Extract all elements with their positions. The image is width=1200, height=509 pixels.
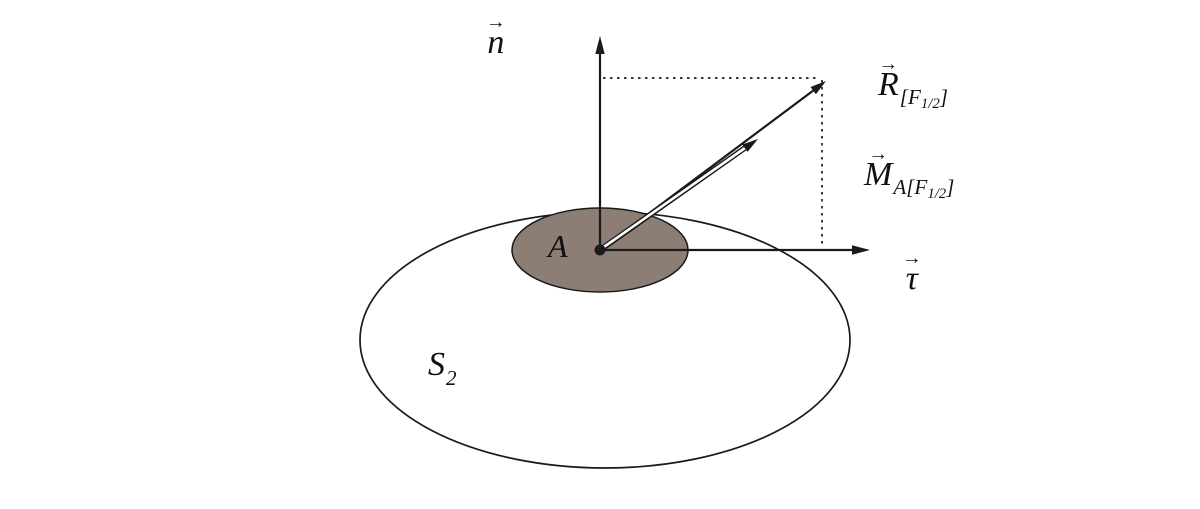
m-sub-point-letter: A bbox=[893, 175, 907, 200]
diagram-strokes bbox=[359, 50, 856, 469]
r-letter: R bbox=[878, 65, 899, 103]
point-a-dot bbox=[594, 244, 606, 256]
m-vector-symbol: → M bbox=[864, 143, 893, 193]
vector-arrow-glyph: → bbox=[486, 11, 506, 33]
r-arrowhead-icon bbox=[810, 81, 826, 95]
m-sub-force-letter: F bbox=[914, 175, 928, 200]
m-sub-fraction: 1/2 bbox=[927, 186, 947, 203]
arrowheads bbox=[595, 36, 870, 255]
s2-letter: S bbox=[428, 346, 445, 383]
m-subscript: A[F1/2] bbox=[893, 175, 955, 202]
n-vector-symbol: → n bbox=[486, 11, 506, 61]
r-vector-symbol: → R bbox=[878, 53, 899, 103]
tau-arrowhead-icon bbox=[852, 245, 870, 255]
r-sub-fraction: 1/2 bbox=[920, 96, 940, 113]
vector-arrow-glyph: → bbox=[878, 53, 899, 75]
r-sub-close-bracket: ] bbox=[939, 85, 948, 110]
r-subscript: [F1/2] bbox=[899, 85, 948, 112]
label-region-a: A bbox=[548, 230, 568, 262]
m-sub-open-bracket: [ bbox=[906, 175, 915, 200]
m-vector-core-line bbox=[600, 146, 746, 251]
tau-vector-symbol: → τ bbox=[902, 247, 922, 297]
m-letter: M bbox=[864, 155, 893, 193]
a-letter: A bbox=[548, 228, 568, 264]
tau-letter: τ bbox=[905, 259, 918, 297]
n-arrowhead-icon bbox=[595, 36, 605, 54]
s2-subscript: 2 bbox=[446, 366, 457, 391]
label-tangent-vector: → τ bbox=[902, 247, 922, 297]
vector-arrow-glyph: → bbox=[868, 143, 889, 165]
label-resultant-vector: → R [F1/2] bbox=[878, 53, 948, 111]
vector-arrow-glyph: → bbox=[902, 247, 922, 269]
label-moment-vector: → M A[F1/2] bbox=[864, 143, 954, 201]
m-sub-close-bracket: ] bbox=[946, 175, 955, 200]
label-normal-vector: → n bbox=[486, 11, 506, 61]
r-sub-force-letter: F bbox=[907, 85, 921, 110]
r-sub-open-bracket: [ bbox=[899, 85, 908, 110]
m-arrowhead-icon bbox=[742, 139, 758, 152]
n-letter: n bbox=[487, 23, 505, 61]
